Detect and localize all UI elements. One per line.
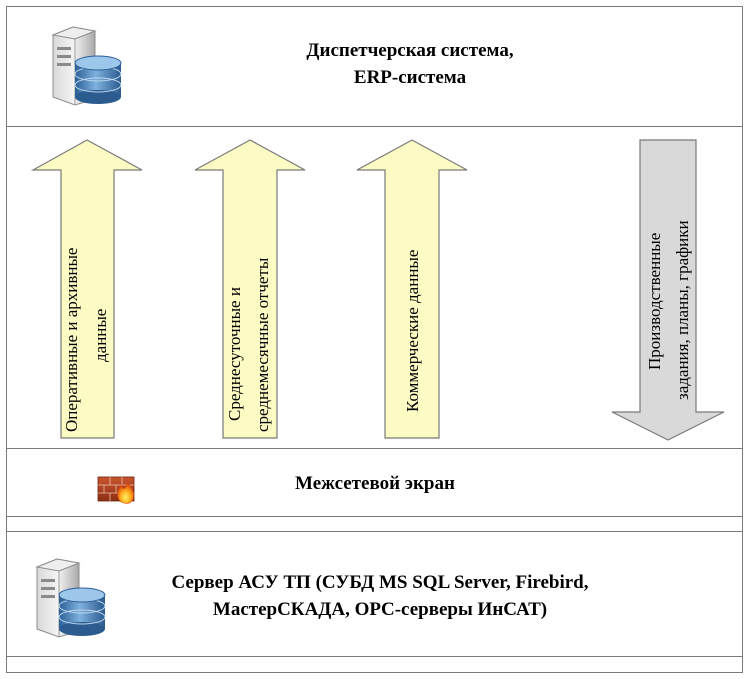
arrow-up-3: Коммерческие данные [356,139,468,439]
arrows-band [6,126,743,449]
top-title-line2: ERP-система [353,67,467,88]
arrow-up-2-label-line2: среднемесячные отчеты [253,257,272,432]
server-title-line1: Сервер АСУ ТП (СУБД MS SQL Server, Fireb… [171,572,589,593]
arrow-up-2: Среднесуточные и среднемесячные отчеты [194,139,306,439]
server-band [6,531,743,657]
arrow-up-1: Оперативные и архивные данные [30,139,143,439]
top-title: Диспетчерская система, ERP-система [210,37,610,91]
server-database-icon [51,26,122,106]
server-database-icon [35,558,106,638]
server-title: Сервер АСУ ТП (СУБД MS SQL Server, Fireb… [100,569,660,623]
arrow-up-3-label-line1: Коммерческие данные [403,250,422,412]
firewall-icon [97,476,135,504]
arrow-down: Производственные задания, планы, графики [611,139,725,441]
top-band [6,6,743,127]
arrow-up-1-label-line1: Оперативные и архивные [62,248,81,432]
bottom-spacer-band [6,656,743,673]
server-title-line2: МастерСКАДА, OPC-серверы ИнСАТ) [212,599,548,620]
firewall-title: Межсетевой экран [295,473,455,494]
arrow-up-1-label-line2: данные [91,309,110,362]
arrow-down-label-line1: Производственные [645,233,664,370]
arrow-up-2-label-line1: Среднесуточные и [225,287,244,421]
arrow-down-label-line2: задания, планы, графики [673,220,692,400]
top-title-line1: Диспетчерская система, [306,40,514,61]
